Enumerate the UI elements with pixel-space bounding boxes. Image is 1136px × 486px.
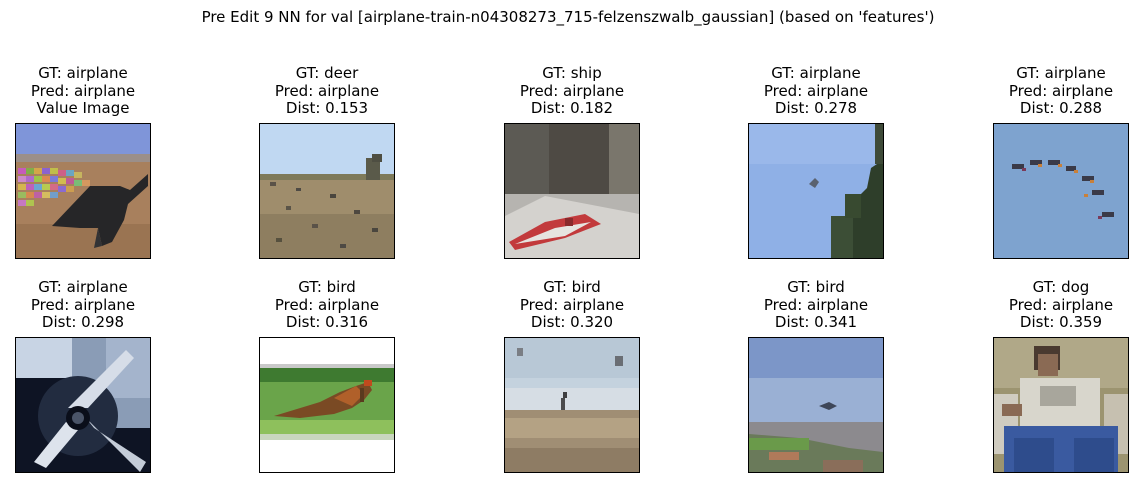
person-image: [993, 337, 1129, 473]
dist-label: Dist: 0.341: [774, 313, 858, 331]
panel-caption: GT: bird Pred: airplane Dist: 0.341: [708, 278, 924, 332]
jet-formation-image: [993, 123, 1129, 259]
beach-birds-image: [504, 337, 640, 473]
gt-label: GT: airplane: [1016, 64, 1106, 82]
panel-caption: GT: airplane Pred: airplane Dist: 0.278: [708, 64, 924, 118]
pred-label: Pred: airplane: [763, 81, 869, 100]
dist-label: Dist: 0.359: [1019, 313, 1103, 331]
gt-label: GT: deer: [295, 64, 359, 82]
pred-label: Pred: airplane: [274, 81, 380, 100]
dist-label: Dist: 0.288: [1019, 99, 1103, 117]
gt-label: GT: bird: [787, 278, 845, 296]
desert-jet-image: [15, 123, 151, 259]
sky-plane-image: [748, 123, 884, 259]
pred-label: Pred: airplane: [763, 295, 869, 314]
dist-label: Dist: 0.298: [41, 313, 125, 331]
water-bird-image: [748, 337, 884, 473]
panel-caption: GT: bird Pred: airplane Dist: 0.320: [464, 278, 680, 332]
pred-label: Pred: airplane: [1008, 81, 1114, 100]
gt-label: GT: dog: [1032, 278, 1090, 296]
dist-label: Dist: 0.153: [285, 99, 369, 117]
panel-caption: GT: ship Pred: airplane Dist: 0.182: [464, 64, 680, 118]
gt-label: GT: bird: [298, 278, 356, 296]
dist-label: Dist: 0.278: [774, 99, 858, 117]
boat-image: [504, 123, 640, 259]
gt-label: GT: airplane: [771, 64, 861, 82]
pred-label: Pred: airplane: [274, 295, 380, 314]
gt-label: GT: ship: [542, 64, 602, 82]
pheasant-image: [259, 337, 395, 473]
pred-label: Pred: airplane: [1008, 295, 1114, 314]
pred-label: Pred: airplane: [519, 81, 625, 100]
panel-caption: GT: deer Pred: airplane Dist: 0.153: [219, 64, 435, 118]
panel-caption: GT: airplane Pred: airplane Dist: 0.298: [0, 278, 191, 332]
panel-caption: GT: bird Pred: airplane Dist: 0.316: [219, 278, 435, 332]
figure-title: Pre Edit 9 NN for val [airplane-train-n0…: [201, 8, 935, 26]
dist-label: Dist: 0.316: [285, 313, 369, 331]
dist-label: Dist: 0.320: [530, 313, 614, 331]
dist-label: Dist: 0.182: [530, 99, 614, 117]
pred-label: Pred: airplane: [519, 295, 625, 314]
propeller-image: [15, 337, 151, 473]
pred-label: Pred: airplane: [30, 295, 136, 314]
gt-label: GT: bird: [543, 278, 601, 296]
gt-label: GT: airplane: [38, 64, 128, 82]
pred-label: Pred: airplane: [30, 81, 136, 100]
gt-label: GT: airplane: [38, 278, 128, 296]
panel-caption: GT: dog Pred: airplane Dist: 0.359: [953, 278, 1136, 332]
panel-caption: GT: airplane Pred: airplane Dist: 0.288: [953, 64, 1136, 118]
grassland-image: [259, 123, 395, 259]
value-image-label: Value Image: [36, 99, 130, 117]
panel-caption: GT: airplane Pred: airplane Value Image: [0, 64, 191, 118]
